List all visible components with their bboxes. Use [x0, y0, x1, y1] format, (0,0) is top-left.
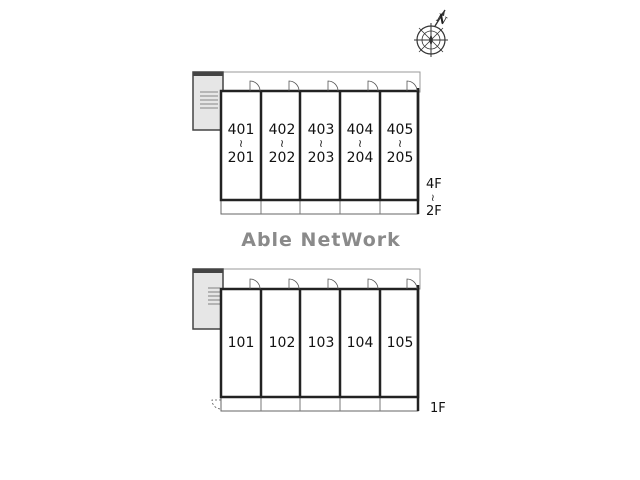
unit-number-bottom: 204	[347, 150, 374, 166]
unit-number-top: 402	[269, 122, 296, 138]
unit-number-top: 401	[228, 122, 255, 138]
unit-number-sep: ≀	[358, 137, 362, 150]
compass-icon	[414, 9, 448, 57]
stair-upper	[192, 71, 224, 131]
floor-label-1f: 1F	[430, 401, 446, 416]
unit-upper-3: 403 ≀ 203	[308, 122, 335, 166]
unit-upper-2: 402 ≀ 202	[269, 122, 296, 166]
floor-label-top: 4F	[426, 177, 442, 192]
lower-block: 101 102 103 104 105 1F	[192, 268, 446, 416]
unit-upper-1: 401 ≀ 201	[228, 122, 255, 166]
unit-lower-3: 103	[308, 335, 335, 351]
floor-label-sep: ≀	[431, 193, 435, 204]
unit-upper-5: 405 ≀ 205	[387, 122, 414, 166]
stair-lower	[192, 268, 224, 330]
unit-number-sep: ≀	[239, 137, 243, 150]
unit-number-bottom: 201	[228, 150, 255, 166]
unit-number-sep: ≀	[398, 137, 402, 150]
unit-lower-2: 102	[269, 335, 296, 351]
unit-upper-4: 404 ≀ 204	[347, 122, 374, 166]
unit-lower-1: 101	[228, 335, 255, 351]
unit-number-top: 403	[308, 122, 335, 138]
unit-number-top: 405	[387, 122, 414, 138]
floor-label-upper: 4F ≀ 2F	[426, 177, 442, 219]
unit-number-bottom: 203	[308, 150, 335, 166]
watermark: Able NetWork	[241, 229, 401, 251]
unit-number-bottom: 205	[387, 150, 414, 166]
unit-number-sep: ≀	[280, 137, 284, 150]
upper-block: 401 ≀ 201 402 ≀ 202 403 ≀ 203 404 ≀ 204 …	[192, 71, 442, 219]
unit-number-bottom: 202	[269, 150, 296, 166]
unit-number-top: 404	[347, 122, 374, 138]
unit-lower-4: 104	[347, 335, 374, 351]
unit-number-sep: ≀	[319, 137, 323, 150]
unit-lower-5: 105	[387, 335, 414, 351]
floor-label-bottom: 2F	[426, 204, 442, 219]
